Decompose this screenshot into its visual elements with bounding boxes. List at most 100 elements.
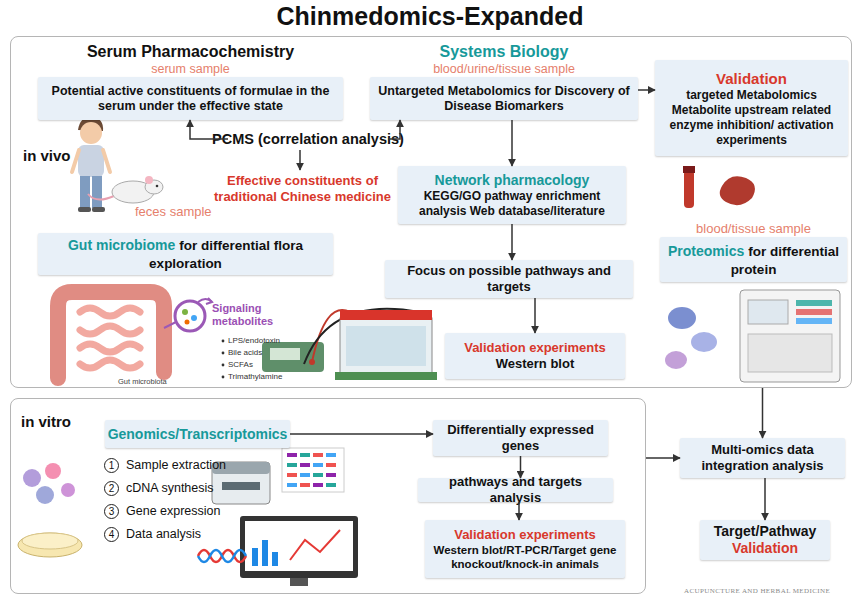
step-text: Data analysis (126, 527, 201, 541)
heatmap-image (282, 448, 344, 492)
pcr-machine (222, 482, 260, 490)
metabolite-item: SCFAs (228, 360, 253, 369)
analyzer-machine (748, 300, 788, 324)
computer-monitor (272, 552, 278, 566)
analyzer-machine (740, 290, 840, 382)
panel-label: in vitro (21, 413, 71, 430)
connector-arrow (534, 298, 536, 333)
node-text: for differential protein (731, 244, 839, 277)
blood-tissue-illustration (720, 176, 755, 205)
pcr-machine (212, 462, 270, 504)
electrophoresis-apparatus (340, 318, 432, 373)
gut-illustration (185, 320, 190, 325)
node-text: Western blot/RT-PCR/Target gene knockout… (431, 543, 619, 571)
protein-illustration (665, 351, 687, 369)
text-wrap: Focus on possible pathways and targets (391, 263, 627, 295)
node-heading: Validation experiments (464, 340, 606, 356)
node-heading: Validation experiments (431, 527, 619, 543)
process-box: Gut microbiomefor differential flora exp… (38, 233, 333, 275)
dna-helix (198, 550, 246, 562)
blood-tissue-illustration (683, 166, 695, 173)
cell-illustration (61, 483, 75, 497)
process-box: Serum Pharmacochemistryserum samplePoten… (38, 42, 343, 120)
process-box: Validation experimentsWestern blot/RT-PC… (425, 520, 625, 578)
heatmap-image (313, 473, 323, 477)
node-heading: Gut microbiome (68, 237, 175, 253)
rat-figure (88, 194, 114, 200)
illustration-caption: Gut microbiota (118, 377, 167, 386)
heatmap-image (300, 463, 310, 467)
child-figure (80, 122, 102, 144)
text-node: Effective constituents of traditional Ch… (210, 170, 395, 208)
panel-label: in vivo (23, 147, 71, 164)
node-text: Differentially expressed genes (439, 422, 602, 454)
text-wrap: Gut microbiomefor differential flora exp… (44, 236, 327, 272)
process-box: Validationtargeted Metabolomics Metaboli… (655, 60, 848, 156)
process-box: Systems Biologyblood/urine/tissue sample… (370, 42, 638, 120)
computer-monitor (290, 578, 308, 586)
dna-helix (198, 550, 246, 562)
computer-monitor (252, 548, 258, 566)
step-text: Gene expression (126, 504, 221, 518)
text-wrap: Validationtargeted Metabolomics Metaboli… (661, 69, 842, 148)
electrophoresis-apparatus (270, 348, 300, 360)
heatmap-image (287, 453, 297, 457)
step-number: 4 (104, 527, 119, 542)
node-text: KEGG/GO pathway enrichment analysis Web … (404, 189, 620, 219)
box-body: Untargeted Metabolomics for Discovery of… (370, 77, 638, 120)
bullet-dot (222, 352, 225, 355)
process-box: Focus on possible pathways and targets (385, 260, 633, 298)
node-heading: Network pharmacology (404, 172, 620, 189)
node-text: Potential active constituents of formula… (44, 84, 337, 114)
connector-arrow (764, 478, 766, 520)
bullet-dot (222, 340, 225, 343)
step-number: 3 (104, 504, 119, 519)
cell-illustration (36, 486, 54, 504)
pcr-machine (212, 462, 270, 504)
gut-illustration (191, 315, 197, 321)
heatmap-image (313, 453, 323, 457)
heatmap-image (287, 483, 297, 487)
connector-arrow (646, 457, 680, 459)
metabolite-item: Trimathylamine (228, 372, 282, 381)
heatmap-image (300, 453, 310, 457)
protein-illustration (665, 307, 717, 369)
bullet-dot (222, 364, 225, 367)
gut-illustration (206, 298, 212, 304)
process-box: Genomics/Transcriptomics (105, 420, 290, 448)
diagram-title: Chinmedomics-Expanded (0, 2, 860, 31)
protein-illustration (668, 307, 696, 329)
heatmap-image (300, 483, 310, 487)
child-figure (103, 150, 110, 172)
bullet-dot (222, 340, 225, 379)
node-heading: serum sample (151, 61, 230, 77)
computer-monitor (240, 516, 358, 586)
electrophoresis-apparatus (335, 372, 437, 380)
process-box: Network pharmacologyKEGG/GO pathway enri… (398, 166, 626, 224)
child-figure (72, 150, 79, 172)
node-text: Proteomics (668, 243, 744, 259)
metabolite-item: Bile acids (228, 348, 262, 357)
heatmap-image (282, 448, 344, 492)
text-wrap: Multi-omics data integration analysis (686, 442, 839, 474)
process-box: Differentially expressed genes (433, 420, 608, 456)
gut-illustration (58, 292, 212, 378)
computer-monitor (262, 540, 268, 566)
text-wrap: Validation experimentsWestern blot (464, 340, 606, 372)
heatmap-image (287, 463, 297, 467)
text-wrap: Target/PathwayValidation (714, 523, 816, 557)
box-body: Proteomicsfor differential protein (660, 237, 847, 282)
cell-illustration (18, 533, 82, 557)
text-wrap: Network pharmacologyKEGG/GO pathway enri… (404, 172, 620, 219)
connector-arrow (638, 89, 655, 91)
heatmap-image (326, 463, 336, 467)
connector-arrow (290, 433, 433, 435)
cell-illustration (18, 463, 82, 557)
node-heading: blood/tissue sample (696, 220, 811, 237)
bullet-dot (222, 376, 225, 379)
rat-figure (88, 176, 163, 203)
connector-arrow (388, 120, 400, 139)
analyzer-machine (796, 309, 832, 315)
node-text: Untargeted Metabolomics for Discovery of… (376, 84, 632, 114)
process-box: pathways and targets analysis (418, 478, 613, 502)
